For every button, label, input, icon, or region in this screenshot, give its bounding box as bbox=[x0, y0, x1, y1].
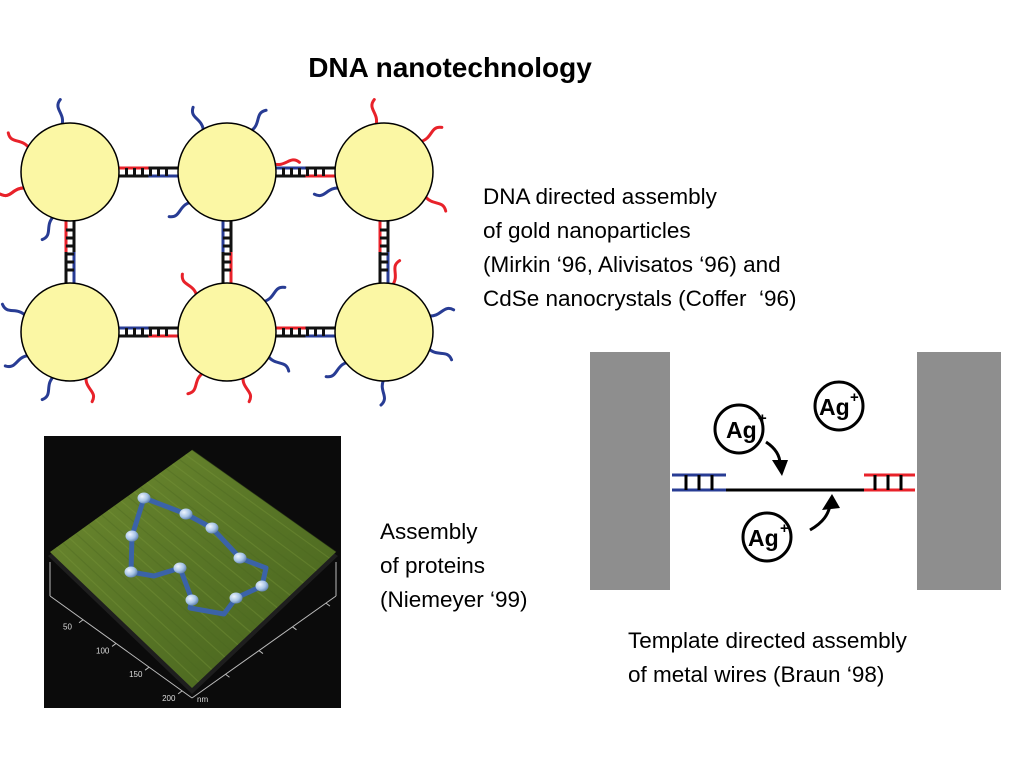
metal-wire-assembly-diagram: Ag + Ag + Ag + bbox=[590, 352, 1001, 590]
caption-line: CdSe nanocrystals (Coffer ‘96) bbox=[483, 286, 797, 311]
arrow-up-icon bbox=[809, 494, 840, 532]
dna-linker-duplex bbox=[221, 221, 233, 283]
dna-strand bbox=[418, 125, 444, 144]
dna-strand bbox=[0, 302, 28, 318]
dna-strand bbox=[186, 371, 205, 396]
gold-nanoparticle bbox=[177, 282, 277, 382]
caption-line: Assembly bbox=[380, 519, 478, 544]
afm-dna-scaffold bbox=[128, 495, 269, 617]
ion-label: Ag bbox=[819, 394, 850, 420]
dna-strand bbox=[271, 158, 301, 167]
protein-particle bbox=[255, 580, 269, 592]
ion-label: Ag bbox=[726, 417, 757, 443]
caption-line: of proteins bbox=[380, 553, 486, 578]
ion-charge: + bbox=[758, 410, 767, 427]
caption-line: (Mirkin ‘96, Alivisatos ‘96) and bbox=[483, 252, 781, 277]
dna-strand bbox=[190, 105, 205, 133]
dna-strand bbox=[56, 98, 65, 128]
dna-strand bbox=[6, 131, 31, 150]
dna-linker-duplex bbox=[119, 326, 178, 338]
dna-linker-duplex bbox=[276, 326, 335, 338]
afm-tick-label: 200 bbox=[162, 694, 176, 703]
afm-tick-label: 150 bbox=[129, 670, 143, 679]
protein-particle bbox=[179, 508, 193, 520]
dna-strand bbox=[3, 354, 31, 369]
dna-strand bbox=[426, 307, 456, 318]
caption-line: of gold nanoparticles bbox=[483, 218, 691, 243]
protein-particle bbox=[229, 592, 243, 604]
dna-strand bbox=[40, 374, 56, 402]
dna-strand bbox=[379, 377, 386, 407]
dna-strand bbox=[426, 346, 454, 362]
protein-particle bbox=[173, 562, 187, 574]
afm-axis-ticks: 50 100 150 200 nm bbox=[63, 602, 331, 704]
afm-proteins bbox=[124, 492, 269, 606]
page-title: DNA nanotechnology bbox=[308, 52, 592, 83]
caption-line: of metal wires (Braun ‘98) bbox=[628, 662, 885, 687]
silver-ion: Ag + bbox=[741, 511, 793, 563]
gold-nanoparticle bbox=[334, 282, 434, 382]
dna-strand bbox=[312, 186, 342, 197]
ion-label: Ag bbox=[748, 525, 779, 551]
linker-duplexes bbox=[64, 166, 390, 338]
protein-particle bbox=[205, 522, 219, 534]
silver-ion: Ag + bbox=[813, 380, 865, 432]
dna-linker-duplex bbox=[64, 221, 76, 283]
silver-ion: Ag + bbox=[713, 403, 767, 455]
gold-nanoparticle bbox=[20, 282, 120, 382]
gold-nanoparticle bbox=[20, 122, 120, 222]
caption-line: Template directed assembly bbox=[628, 628, 907, 653]
protein-particle bbox=[125, 530, 139, 542]
dna-strand bbox=[324, 360, 350, 379]
dna-strand bbox=[180, 272, 199, 298]
dna-strand bbox=[266, 354, 291, 373]
ion-charge: + bbox=[850, 389, 859, 406]
protein-particle bbox=[137, 492, 151, 504]
dna-strand bbox=[370, 98, 379, 128]
dna-strand bbox=[84, 374, 95, 404]
right-electrode bbox=[917, 352, 1001, 590]
dna-strand bbox=[390, 259, 402, 288]
protein-particle bbox=[124, 566, 138, 578]
dna-strand bbox=[261, 285, 287, 304]
dna-linker-duplex bbox=[378, 221, 390, 283]
dna-strand bbox=[423, 194, 448, 213]
dna-strand bbox=[0, 186, 28, 197]
dna-linker-duplex bbox=[119, 166, 178, 178]
dangling-dna-strands bbox=[0, 98, 456, 407]
gold-nanoparticle-lattice-diagram bbox=[0, 98, 456, 407]
protein-assembly-caption: Assembly of proteins (Niemeyer ‘99) bbox=[380, 515, 528, 617]
ion-charge: + bbox=[780, 520, 789, 537]
gold-assembly-caption: DNA directed assembly of gold nanopartic… bbox=[483, 180, 796, 316]
right-dna-anchor bbox=[864, 473, 915, 492]
caption-line: (Niemeyer ‘99) bbox=[380, 587, 528, 612]
caption-line: DNA directed assembly bbox=[483, 184, 717, 209]
dna-strand bbox=[241, 374, 252, 404]
left-electrode bbox=[590, 352, 670, 590]
arrow-down-icon bbox=[765, 440, 788, 476]
afm-tick-label: 100 bbox=[96, 646, 110, 655]
dna-strand bbox=[40, 214, 56, 242]
wire-assembly-caption: Template directed assembly of metal wire… bbox=[628, 624, 907, 692]
left-dna-anchor bbox=[672, 473, 726, 492]
dna-strand bbox=[167, 200, 193, 219]
protein-particle bbox=[185, 594, 199, 606]
gold-nanoparticle bbox=[334, 122, 434, 222]
dna-linker-duplex bbox=[276, 166, 335, 178]
afm-axis-frame bbox=[49, 562, 337, 699]
protein-particle bbox=[233, 552, 247, 564]
gold-nanoparticles bbox=[20, 122, 434, 382]
afm-surface-texture bbox=[56, 449, 337, 683]
afm-surface bbox=[50, 450, 336, 688]
afm-protein-assembly-image: 50 100 150 200 nm bbox=[44, 436, 341, 708]
dna-strand bbox=[249, 108, 268, 133]
afm-axis-unit: nm bbox=[197, 695, 208, 704]
afm-tick-label: 50 bbox=[63, 623, 72, 632]
gold-nanoparticle bbox=[177, 122, 277, 222]
